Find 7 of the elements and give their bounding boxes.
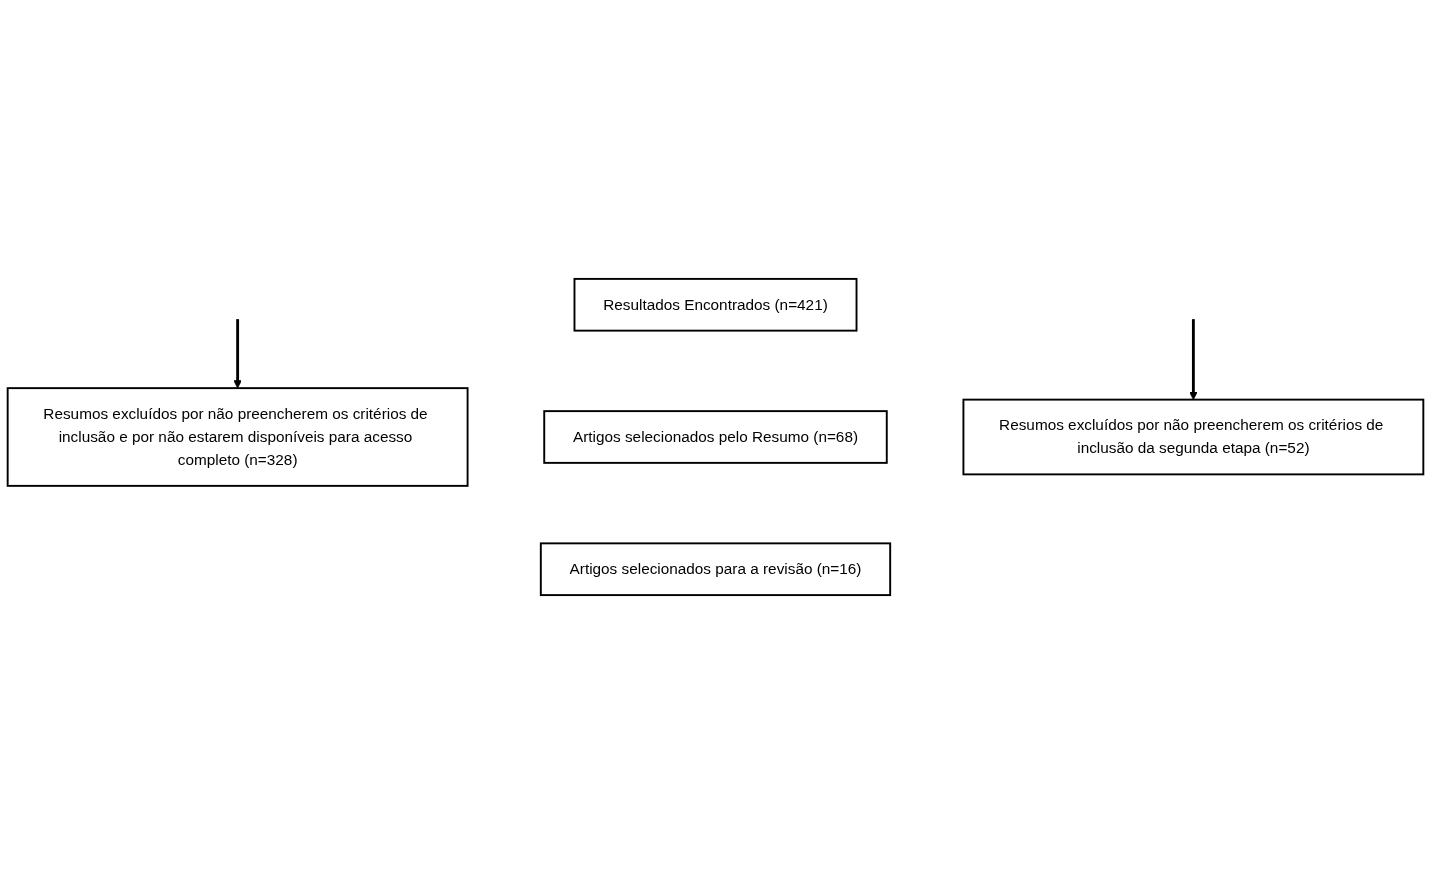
arrow: [233, 319, 242, 389]
node-box: Resultados Encontrados (n=421): [573, 277, 858, 332]
node-box: Artigos selecionados pelo Resumo (n=68): [543, 410, 888, 464]
node-box: Resumos excluídos por não preencherem os critérios de inclusão e por não estarem disponíveis para acesso completo (n=328): [6, 387, 469, 487]
node-box: Resumos excluídos por não preencherem os critérios de inclusão da segunda etapa (n=52): [962, 398, 1425, 476]
arrow: [1189, 319, 1198, 400]
node-box: Artigos selecionados para a revisão (n=16): [539, 542, 892, 597]
